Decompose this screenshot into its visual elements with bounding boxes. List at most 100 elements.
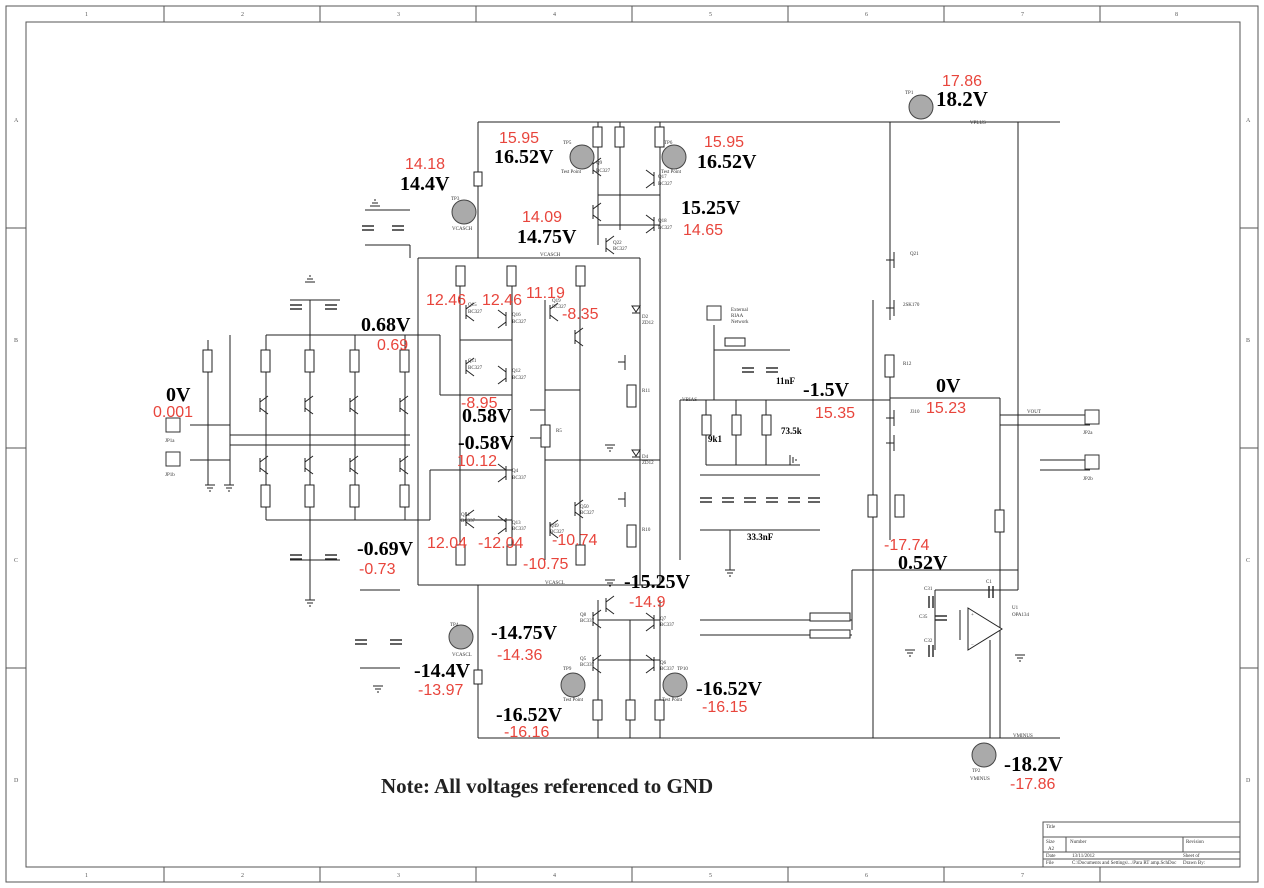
label-q9: Q9: [596, 161, 603, 166]
label-q8-type: BC337: [580, 619, 595, 624]
transistor-symbol: [304, 455, 314, 475]
sim-q19-b: -8.35: [562, 306, 599, 323]
transistor-symbol: [497, 365, 507, 385]
label-tp4: TP4: [450, 623, 459, 628]
resistor: [349, 484, 360, 508]
label-riaa-2: RIAA: [731, 314, 744, 319]
label-d2: D2: [642, 315, 649, 320]
frame-col-7: 7: [1021, 12, 1024, 18]
net-vplus: VPLUS: [970, 121, 986, 126]
connector-riaa[interactable]: [706, 305, 722, 321]
measured-q7: -15.25V: [624, 571, 691, 593]
frame-row-c: C: [14, 558, 18, 564]
net-vminus: VMINUS: [1013, 734, 1033, 739]
connector-jp1a[interactable]: [165, 417, 181, 433]
label-q5: Q5: [580, 657, 587, 662]
sim-vcascl: -13.97: [418, 682, 463, 699]
tb-sheet-label: Sheet of: [1183, 854, 1200, 859]
transistor-symbol: [465, 302, 475, 322]
transistor-symbol: [549, 302, 559, 322]
resistor: [592, 126, 603, 148]
label-q49-type: BC327: [550, 530, 565, 535]
resistor: [809, 629, 851, 639]
label-q50: Q50: [580, 505, 589, 510]
label-q5-type: BC337: [580, 663, 595, 668]
resistor: [731, 414, 742, 436]
jfet-symbol: [886, 410, 895, 426]
resistor: [626, 524, 637, 548]
resistor: [260, 349, 271, 373]
transistor-symbol: [399, 395, 409, 415]
resistor: [506, 265, 517, 287]
frame-row-a-right: A: [1246, 118, 1251, 124]
test-point-tp9[interactable]: [560, 672, 586, 698]
test-point-tp1[interactable]: [908, 94, 934, 120]
value-33nf: 33.3nF: [747, 532, 774, 542]
test-point-tp6[interactable]: [661, 144, 687, 170]
wiring: [190, 121, 1090, 739]
transistor-symbol: [645, 214, 655, 234]
frame-col-4-bottom: 4: [553, 873, 556, 879]
test-point-tp5[interactable]: [569, 144, 595, 170]
resistor: [701, 414, 712, 436]
measured-vcascl: -14.4V: [414, 660, 471, 682]
sim-vout: 15.23: [926, 400, 966, 417]
tb-size-label: Size: [1046, 840, 1055, 845]
resistor: [202, 349, 213, 373]
measured-input: 0V: [166, 384, 191, 406]
resistor: [592, 699, 603, 721]
label-q4: Q4: [512, 469, 519, 474]
label-q8: Q8: [580, 613, 587, 618]
frame-col-6-bottom: 6: [865, 873, 868, 879]
transistors: [259, 157, 895, 674]
transistor-symbol: [349, 395, 359, 415]
tb-file-label: File: [1046, 861, 1055, 866]
measured-q18: 15.25V: [681, 197, 741, 219]
resistor: [625, 699, 636, 721]
component-values: 11nF 9k1 73.5k 33.3nF: [708, 376, 802, 542]
label-q22: Q22: [613, 241, 622, 246]
label-tp6: TP6: [664, 141, 673, 146]
jfet-symbol: [886, 300, 895, 316]
label-c35: C35: [919, 615, 928, 620]
sim-q13: -12.04: [478, 535, 523, 552]
label-q49: Q49: [550, 524, 559, 529]
label-q13-type: BC337: [512, 527, 527, 532]
sim-low-left: -0.73: [359, 561, 396, 578]
label-riaa-1: External: [731, 308, 749, 313]
resistor: [867, 494, 878, 518]
test-point-tp3[interactable]: [451, 199, 477, 225]
tb-date-value: 13/11/2012: [1072, 854, 1095, 859]
resistor: [809, 612, 851, 622]
measured-tp6: 16.52V: [697, 151, 757, 173]
test-point-tp4[interactable]: [448, 624, 474, 650]
sim-tp10: -16.15: [702, 699, 747, 716]
measured-mid-pos: 0.58V: [462, 405, 512, 427]
label-q16-type: BC327: [512, 320, 527, 325]
tb-size-value: A2: [1048, 847, 1055, 852]
sim-q16: 12.46: [482, 292, 522, 309]
label-d4-type: ZD12: [642, 461, 654, 466]
resistor: [349, 349, 360, 373]
test-point-tp10[interactable]: [662, 672, 688, 698]
measured-tp5: 16.52V: [494, 146, 554, 168]
sim-out-neg: 15.35: [815, 405, 855, 422]
resistor: [473, 669, 483, 685]
label-q7-type: BC337: [660, 623, 675, 628]
frame-col-5: 5: [709, 12, 712, 18]
label-d2-type: ZD12: [642, 321, 654, 326]
transistor-symbol: [465, 357, 475, 377]
label-q17-type: BC327: [658, 182, 673, 187]
label-c1: C1: [986, 580, 992, 585]
label-q11-type: BC327: [468, 366, 483, 371]
connector-jp2a[interactable]: [1084, 409, 1100, 425]
resistor: [304, 349, 315, 373]
connector-jp1b[interactable]: [165, 451, 181, 467]
test-point-tp2[interactable]: [971, 742, 997, 768]
label-q12: Q12: [512, 369, 521, 374]
label-r12: R12: [903, 362, 912, 367]
label-q4-type: BC337: [512, 476, 527, 481]
connector-jp2b[interactable]: [1084, 454, 1100, 470]
label-tp5-desc: Test Point: [561, 170, 582, 175]
measured-opamp: 0.52V: [898, 552, 948, 574]
